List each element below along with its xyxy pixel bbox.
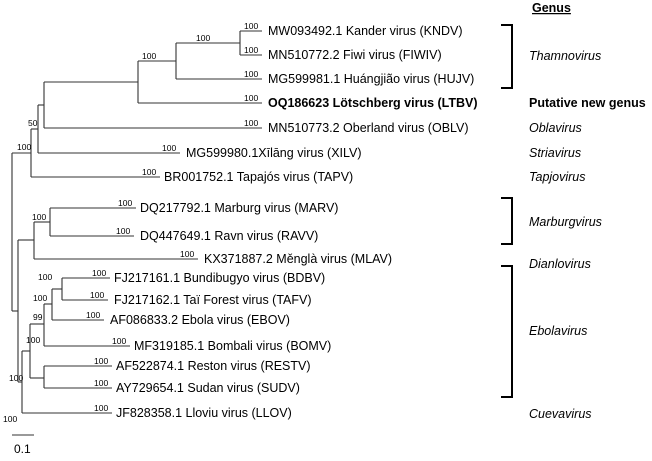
taxon-label-xilv: MG599980.1Xīlāng virus (XILV) [186, 146, 362, 160]
bootstrap-value: 100 [244, 21, 258, 31]
bootstrap-value: 100 [244, 45, 258, 55]
bootstrap-value: 100 [180, 249, 194, 259]
scale-bar: 0.1 [12, 434, 34, 456]
clade-bracket-ebolavirus [501, 265, 513, 398]
bootstrap-value: 100 [38, 272, 52, 282]
tree-branches [11, 30, 262, 414]
genus-label: Thamnovirus [529, 49, 601, 63]
taxon-label-tapv: BR001752.1 Tapajós virus (TAPV) [164, 170, 353, 184]
bootstrap-value: 100 [90, 290, 104, 300]
bootstrap-value: 99 [33, 312, 43, 322]
scale-bar-label: 0.1 [14, 442, 31, 456]
bootstrap-value: 100 [86, 310, 100, 320]
genus-label: Dianlovirus [529, 257, 591, 271]
taxon-label-hujv: MG599981.1 Huángjião virus (HUJV) [268, 72, 474, 86]
taxon-label-kndv: MW093492.1 Kander virus (KNDV) [268, 24, 463, 38]
bootstrap-value: 100 [94, 403, 108, 413]
taxon-labels: MW093492.1 Kander virus (KNDV) MN510772.… [110, 24, 478, 420]
genus-label: Putative new genus [529, 96, 646, 110]
terminal-bootstraps: 100 100 100 100 100 100 100 100 100 100 … [86, 21, 258, 413]
bootstrap-value: 100 [142, 51, 156, 61]
bootstrap-value: 100 [92, 268, 106, 278]
genus-column: Genus Thamnovirus Putative new genus Obl… [501, 1, 646, 421]
bootstrap-value: 50 [28, 118, 38, 128]
bootstrap-value: 100 [116, 226, 130, 236]
genus-label: Striavirus [529, 146, 581, 160]
taxon-label-ltbv: OQ186623 Lötschberg virus (LTBV) [268, 96, 478, 110]
taxon-label-ravv: DQ447649.1 Ravn virus (RAVV) [140, 229, 318, 243]
bootstrap-value: 100 [3, 414, 17, 424]
genus-header: Genus [532, 1, 571, 15]
internal-bootstraps: 100 100 50 100 100 100 100 99 100 100 10… [3, 33, 210, 424]
genus-label: Oblavirus [529, 121, 582, 135]
clade-bracket-marburgvirus [501, 197, 513, 245]
genus-label: Cuevavirus [529, 407, 592, 421]
taxon-label-bdbv: FJ217161.1 Bundibugyo virus (BDBV) [114, 271, 325, 285]
bootstrap-value: 100 [244, 118, 258, 128]
genus-label: Tapjovirus [529, 170, 586, 184]
bootstrap-value: 100 [33, 293, 47, 303]
taxon-label-sudv: AY729654.1 Sudan virus (SUDV) [116, 381, 300, 395]
bootstrap-value: 100 [142, 167, 156, 177]
taxon-label-tafv: FJ217162.1 Taï Forest virus (TAFV) [114, 293, 312, 307]
bootstrap-value: 100 [244, 69, 258, 79]
bootstrap-value: 100 [244, 93, 258, 103]
genus-label: Ebolavirus [529, 324, 587, 338]
bootstrap-value: 100 [112, 336, 126, 346]
bootstrap-value: 100 [94, 356, 108, 366]
taxon-label-ebov: AF086833.2 Ebola virus (EBOV) [110, 313, 290, 327]
genus-label: Marburgvirus [529, 215, 602, 229]
bootstrap-value: 100 [94, 378, 108, 388]
bootstrap-value: 100 [32, 212, 46, 222]
taxon-label-oblv: MN510773.2 Oberland virus (OBLV) [268, 121, 469, 135]
bootstrap-value: 100 [196, 33, 210, 43]
taxon-label-llov: JF828358.1 Lloviu virus (LLOV) [116, 406, 292, 420]
bootstrap-value: 100 [162, 143, 176, 153]
taxon-label-bomv: MF319185.1 Bombali virus (BOMV) [134, 339, 331, 353]
taxon-label-fiwiv: MN510772.2 Fiwi virus (FIWIV) [268, 48, 442, 62]
bootstrap-value: 100 [17, 142, 31, 152]
bootstrap-value: 100 [9, 373, 23, 383]
bootstrap-value: 100 [26, 335, 40, 345]
bootstrap-value: 100 [118, 198, 132, 208]
clade-bracket-thamnovirus [501, 24, 513, 89]
taxon-label-mlav: KX371887.2 Měnglà virus (MLAV) [204, 252, 392, 266]
taxon-label-restv: AF522874.1 Reston virus (RESTV) [116, 359, 311, 373]
taxon-label-marv: DQ217792.1 Marburg virus (MARV) [140, 201, 338, 215]
